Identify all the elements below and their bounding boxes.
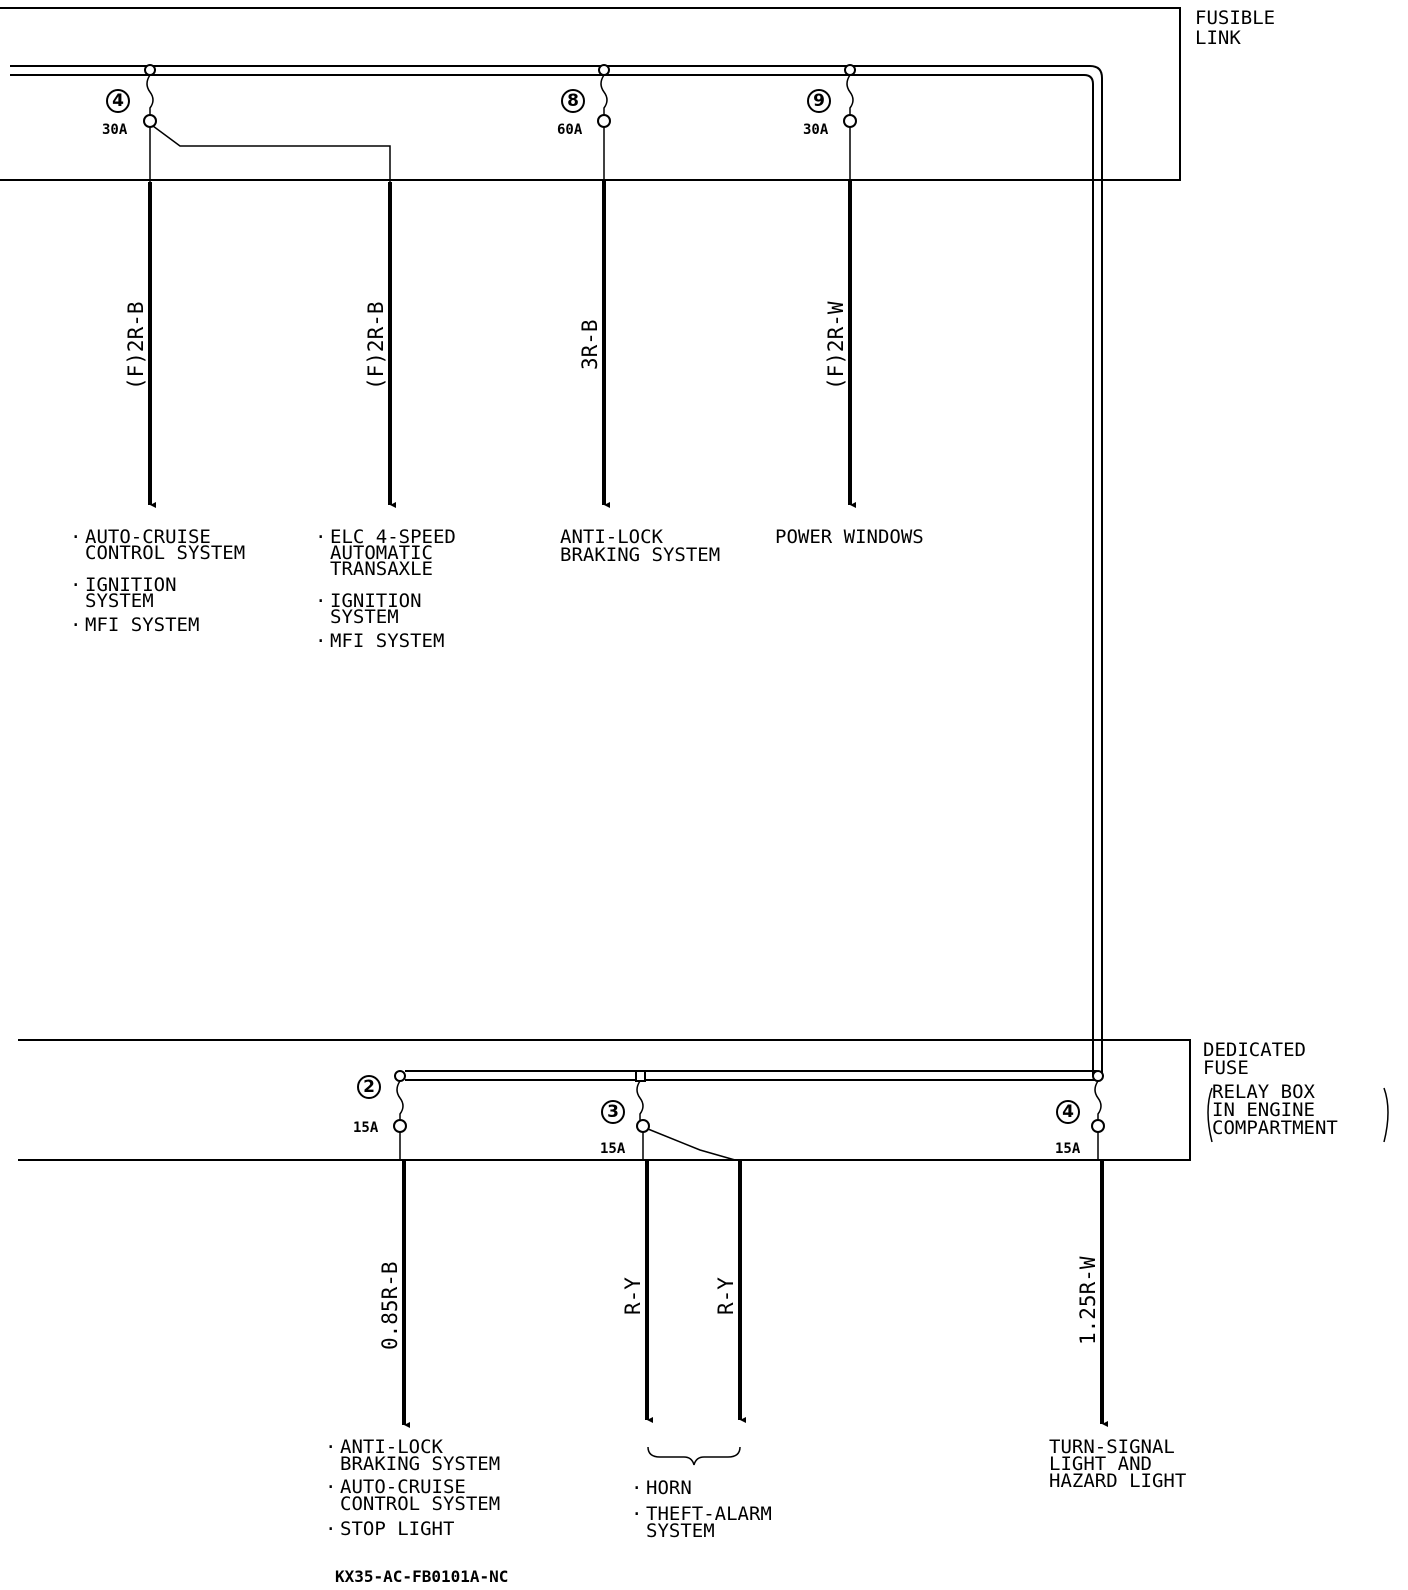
relay-box-title-line-5: COMPARTMENT — [1212, 1117, 1338, 1139]
svg-text:·: · — [70, 574, 81, 596]
fuse-rating: 15A — [1055, 1141, 1081, 1157]
relay-destination-1: · ANTI-LOCK BRAKING SYSTEM · AUTO-CRUISE… — [325, 1436, 500, 1540]
fusible-link-destination-1: · AUTO-CRUISE CONTROL SYSTEM · IGNITION … — [70, 526, 245, 636]
fuse-number-badge — [1056, 1100, 1080, 1124]
relay-box-title-line-1: DEDICATED — [1203, 1039, 1306, 1061]
system-label: AUTO-CRUISE — [340, 1476, 466, 1498]
system-label: AUTOMATIC — [330, 542, 433, 564]
diagram-code: KX35-AC-FB0101A-NC — [335, 1567, 508, 1586]
relay-destination-4: TURN-SIGNAL LIGHT AND HAZARD LIGHT — [1049, 1436, 1186, 1492]
fuse-number: 4 — [112, 91, 124, 111]
fuse-rating: 15A — [353, 1120, 379, 1136]
svg-text:·: · — [315, 590, 326, 612]
system-label: BRAKING SYSTEM — [560, 544, 720, 566]
system-label: SYSTEM — [85, 590, 154, 612]
system-label: POWER WINDOWS — [775, 526, 924, 548]
system-label: ELC 4-SPEED — [330, 526, 456, 548]
svg-text:·: · — [70, 526, 81, 548]
system-label: TURN-SIGNAL — [1049, 1436, 1175, 1458]
relay-box-title-line-4: IN ENGINE — [1212, 1099, 1315, 1121]
system-label: TRANSAXLE — [330, 558, 433, 580]
fuse-number: 3 — [607, 1102, 619, 1122]
wire-code: (F)2R-B — [364, 301, 388, 390]
relay-bus — [405, 1070, 1097, 1081]
svg-text:·: · — [325, 1436, 336, 1458]
system-label: CONTROL SYSTEM — [85, 542, 245, 564]
fusible-link-destination-2: · ELC 4-SPEED AUTOMATIC TRANSAXLE · IGNI… — [315, 526, 456, 652]
fuse-rating: 60A — [557, 122, 583, 138]
system-label: HAZARD LIGHT — [1049, 1470, 1186, 1492]
svg-text:·: · — [315, 526, 326, 548]
system-label: THEFT-ALARM — [646, 1503, 772, 1525]
relay-destination-2: · HORN · THEFT-ALARM SYSTEM — [631, 1477, 772, 1542]
svg-text:·: · — [631, 1503, 642, 1525]
wire-code: (F)2R-W — [824, 301, 848, 390]
fuse-number-badge — [601, 1100, 625, 1124]
fusible-link-destination-4: POWER WINDOWS — [775, 526, 924, 548]
system-label: ANTI-LOCK — [340, 1436, 444, 1458]
system-label: MFI SYSTEM — [330, 630, 444, 652]
fusible-link-title-line-1: FUSIBLE — [1195, 7, 1275, 29]
relay-box-wires — [399, 1128, 1108, 1428]
svg-text:·: · — [70, 614, 81, 636]
fuse-number-badge — [106, 89, 130, 113]
fuse-rating: 30A — [102, 122, 128, 138]
system-label: ANTI-LOCK — [560, 526, 664, 548]
system-label: SYSTEM — [646, 1520, 715, 1542]
main-bus — [10, 65, 1103, 1076]
fuse-number-badge — [561, 89, 585, 113]
system-label: LIGHT AND — [1049, 1453, 1152, 1475]
wire-code: R-Y — [714, 1277, 738, 1315]
system-label: MFI SYSTEM — [85, 614, 199, 636]
fuse-rating: 15A — [600, 1141, 626, 1157]
system-label: CONTROL SYSTEM — [340, 1493, 500, 1515]
system-label: HORN — [646, 1477, 692, 1499]
system-label: IGNITION — [85, 574, 177, 596]
system-label: BRAKING SYSTEM — [340, 1453, 500, 1475]
wire-code: (F)2R-B — [124, 301, 148, 390]
relay-box-title-line-3: RELAY BOX — [1212, 1081, 1316, 1103]
wire-code: 1.25R-W — [1076, 1256, 1100, 1345]
system-label: STOP LIGHT — [340, 1518, 454, 1540]
svg-text:·: · — [631, 1477, 642, 1499]
fuse-rating: 30A — [803, 122, 829, 138]
relay-box-title-line-2: FUSE — [1203, 1057, 1249, 1079]
system-label: AUTO-CRUISE — [85, 526, 211, 548]
wire-code: 0.85R-B — [378, 1261, 402, 1350]
grouping-brace — [647, 1446, 741, 1466]
fuse-number-badge — [357, 1075, 381, 1099]
fusible-link-title-line-2: LINK — [1195, 27, 1241, 49]
fuse-number: 2 — [363, 1077, 375, 1097]
fuse-number: 8 — [567, 91, 579, 111]
fuse-number: 4 — [1062, 1102, 1074, 1122]
svg-text:·: · — [315, 630, 326, 652]
system-label: IGNITION — [330, 590, 422, 612]
fuse-number-badge — [807, 89, 831, 113]
svg-text:·: · — [325, 1476, 336, 1498]
svg-text:·: · — [325, 1518, 336, 1540]
fusible-link-fuse-8: 8 60A — [557, 64, 611, 138]
fusible-link-wires — [148, 125, 856, 508]
wire-code: R-Y — [621, 1277, 645, 1315]
fusible-link-box: FUSIBLE LINK — [0, 7, 1275, 181]
relay-box-fuse-4: 4 15A — [1055, 1070, 1105, 1157]
relay-box: DEDICATED FUSE RELAY BOX IN ENGINE COMPA… — [18, 1039, 1389, 1161]
fuse-number: 9 — [813, 91, 825, 111]
fusible-link-destination-3: ANTI-LOCK BRAKING SYSTEM — [560, 526, 720, 566]
fusible-link-fuse-9: 9 30A — [803, 64, 857, 138]
system-label: SYSTEM — [330, 606, 399, 628]
wire-code: 3R-B — [578, 319, 602, 370]
relay-box-fuse-3: 3 15A — [600, 1070, 650, 1157]
relay-box-fuse-2: 2 15A — [353, 1070, 407, 1136]
fusible-link-fuse-4: 4 30A — [102, 64, 157, 138]
